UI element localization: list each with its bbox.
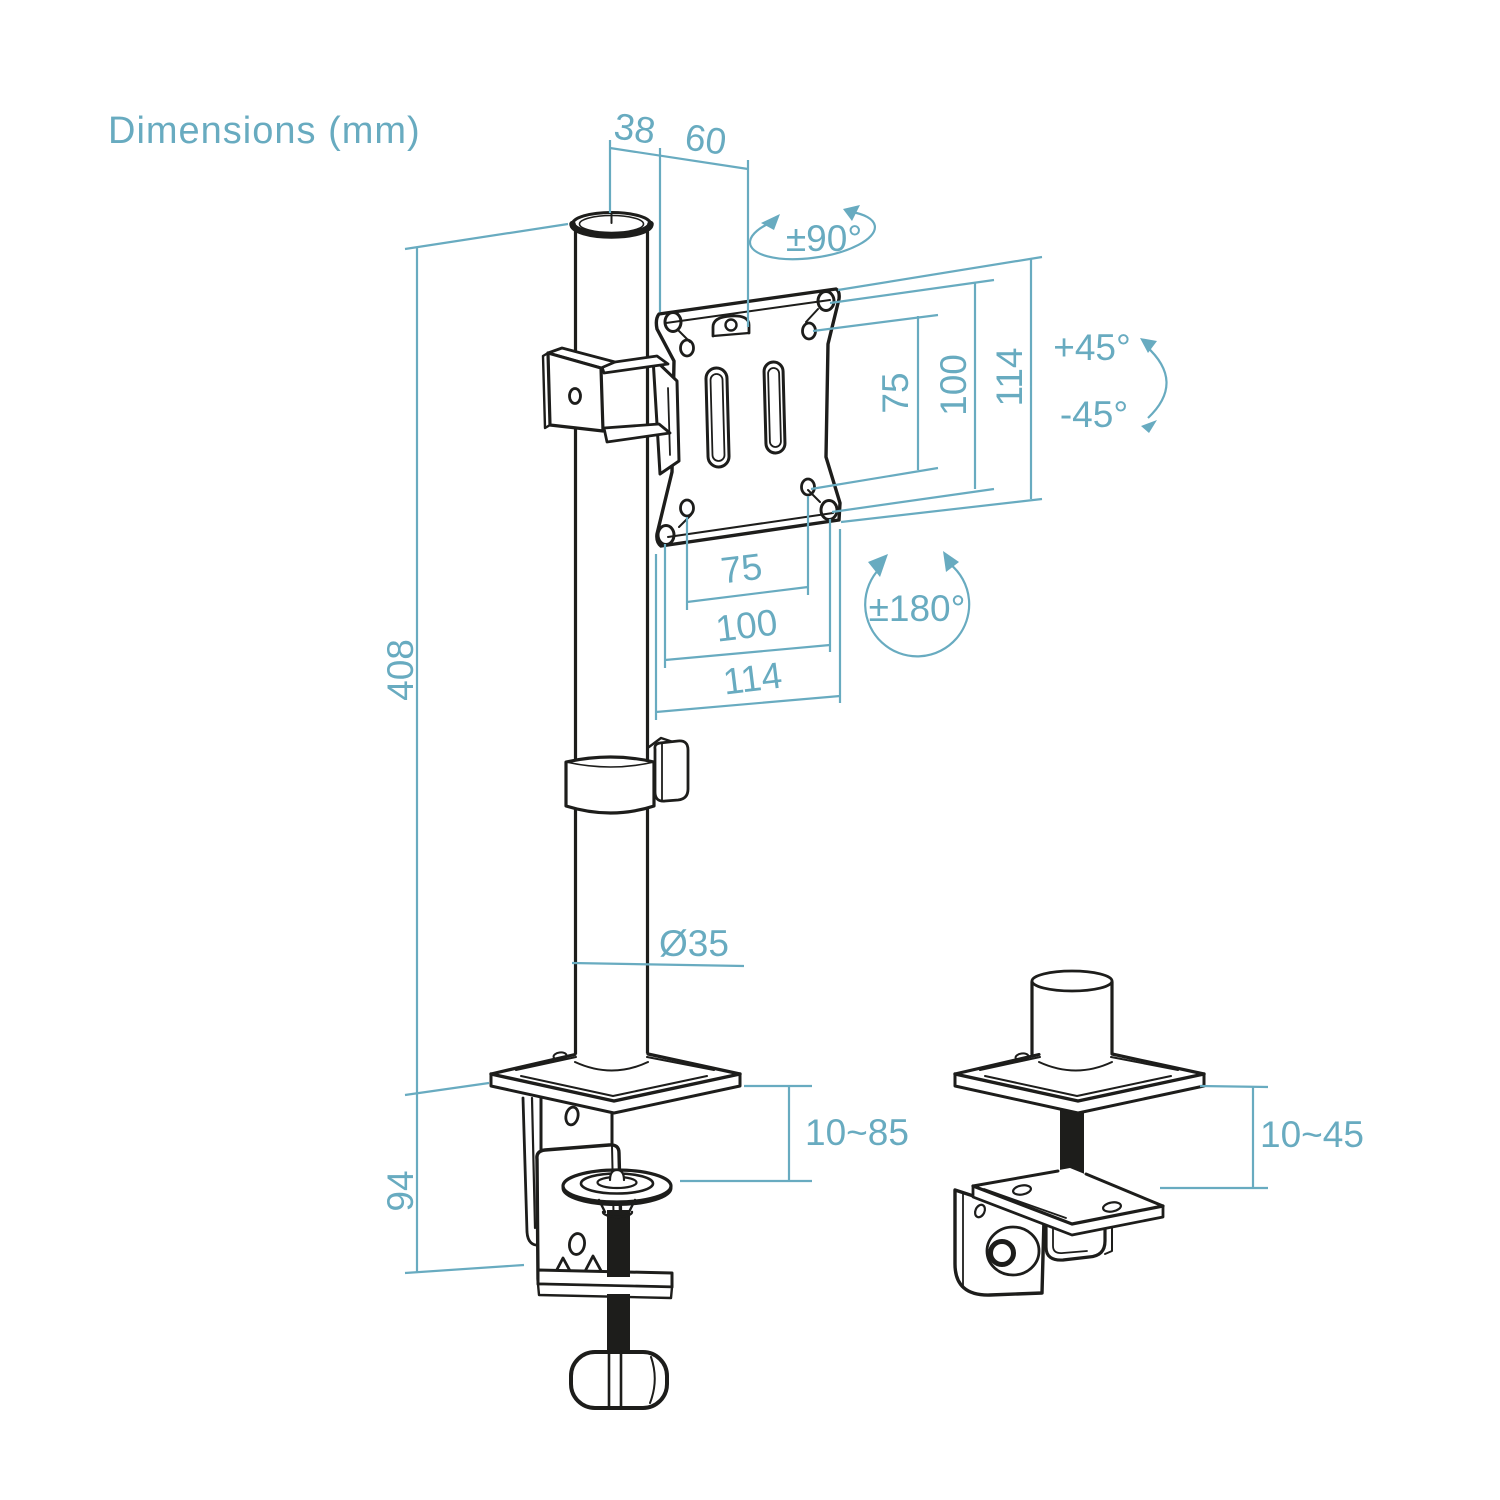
dim-top-lines xyxy=(608,140,750,327)
tilt-arrow xyxy=(1140,338,1168,433)
vesa-bottom-75-label: 75 xyxy=(719,546,765,592)
clamp-height-label: 94 xyxy=(380,1170,421,1211)
cable-clip xyxy=(647,736,690,803)
dim-diameter-line xyxy=(571,961,745,968)
grommet-flange xyxy=(971,1168,1165,1237)
vesa-top-knob xyxy=(711,314,751,338)
clamp-screw-lower xyxy=(607,1294,630,1354)
pole-collar xyxy=(564,755,656,815)
vesa-right-75-label: 75 xyxy=(875,372,916,413)
pole-diameter-label: Ø35 xyxy=(659,923,729,964)
dimension-annotations xyxy=(404,140,1269,1275)
clamp-knob xyxy=(569,1350,669,1410)
rotation-range-label: ±180° xyxy=(869,588,966,629)
vesa-bottom-100-label: 100 xyxy=(713,601,779,649)
page-title: Dimensions (mm) xyxy=(108,110,421,152)
clamp-foot xyxy=(536,1268,674,1300)
desk-clamp-assembly xyxy=(489,1046,742,1410)
swivel-arrow xyxy=(748,205,876,261)
vesa-right-114-label: 114 xyxy=(989,348,1030,407)
clamp-range-label: 10~85 xyxy=(805,1112,909,1153)
vesa-right-100-label: 100 xyxy=(933,354,974,416)
clamp-pad-disc xyxy=(561,1168,673,1219)
pole-height-label: 408 xyxy=(380,639,421,701)
dim-clamp-range-lines xyxy=(680,1084,812,1183)
dim-bottom-lines xyxy=(654,496,842,720)
tilt-up-label: +45° xyxy=(1053,327,1131,368)
clamp-screw-upper xyxy=(607,1210,630,1277)
grommet-mount-assembly xyxy=(953,969,1206,1297)
tilt-down-label: -45° xyxy=(1060,394,1128,435)
vesa-bottom-114-label: 114 xyxy=(721,655,785,703)
grommet-range-label: 10~45 xyxy=(1260,1114,1364,1155)
swivel-range-label: ±90° xyxy=(786,218,862,259)
grommet-top-plate xyxy=(953,1046,1206,1115)
vesa-slot-right xyxy=(762,360,787,455)
rotation-arrow xyxy=(864,551,971,658)
dim-right-lines xyxy=(810,255,1043,524)
dim-60-label: 60 xyxy=(683,116,729,162)
dim-left-lines xyxy=(404,222,569,1275)
dim-grommet-range-lines xyxy=(1160,1084,1269,1190)
vesa-plate xyxy=(654,287,842,548)
vesa-slot-left xyxy=(704,366,731,469)
desk-plate xyxy=(489,1046,742,1115)
dim-38-label: 38 xyxy=(612,105,658,151)
arm-bracket xyxy=(541,346,681,476)
